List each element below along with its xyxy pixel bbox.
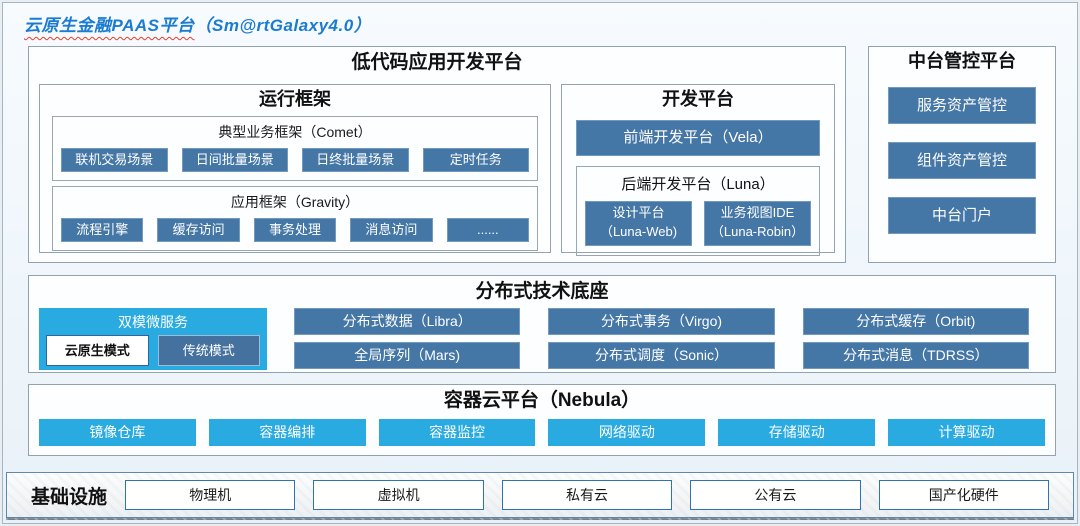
chip-physical-machine: 物理机 <box>125 480 296 510</box>
midplatform-title: 中台管控平台 <box>908 51 1016 71</box>
chip-orbit-cache: 分布式缓存（Orbit) <box>802 307 1029 335</box>
chip-luna-web-line2: （Luna-Web) <box>599 224 678 240</box>
chip-luna-web-line1: 设计平台 <box>612 205 665 221</box>
chip-virtual-machine: 虚拟机 <box>313 480 484 510</box>
infrastructure-chip-row: 物理机 虚拟机 私有云 公有云 国产化硬件 <box>125 480 1049 510</box>
distributed-base-title: 分布式技术底座 <box>475 281 609 302</box>
block-gravity-framework: 应用框架（Gravity） 流程引擎 缓存访问 事务处理 消息访问 ...... <box>52 185 538 251</box>
chip-cloud-native-mode: 云原生模式 <box>46 334 149 366</box>
dual-mode-row: 云原生模式 传统模式 <box>39 334 267 366</box>
chip-domestic-hardware: 国产化硬件 <box>878 480 1049 510</box>
lowcode-platform-title: 低代码应用开发平台 <box>351 52 523 73</box>
block-container-cloud: 容器云平台（Nebula） 镜像仓库 容器编排 容器监控 网络驱动 存储驱动 计… <box>28 384 1056 456</box>
diagram-title-en: （Sm@rtGalaxy4.0） <box>194 16 372 35</box>
chip-sonic-scheduling: 分布式调度（Sonic） <box>548 342 775 370</box>
container-cloud-title: 容器云平台（Nebula） <box>443 390 641 411</box>
chip-network-driver: 网络驱动 <box>548 418 706 446</box>
chip-process-engine: 流程引擎 <box>61 217 144 242</box>
chip-tdrss-message: 分布式消息（TDRSS） <box>802 342 1029 370</box>
chip-storage-driver: 存储驱动 <box>718 418 876 446</box>
chip-component-asset-control: 组件资产管控 <box>888 141 1036 179</box>
diagram-title-zh: 云原生金融PAAS平台 <box>24 16 195 35</box>
dev-platform-title: 开发平台 <box>662 89 734 109</box>
runtime-framework-title: 运行框架 <box>259 89 331 109</box>
block-dual-mode-microservice: 双模微服务 云原生模式 传统模式 <box>39 307 267 370</box>
block-infrastructure: 基础设施 物理机 虚拟机 私有云 公有云 国产化硬件 <box>6 472 1074 518</box>
chip-compute-driver: 计算驱动 <box>888 418 1045 446</box>
chip-mars-sequence: 全局序列（Mars) <box>294 342 521 370</box>
chip-luna-web: 设计平台 （Luna-Web) <box>585 200 692 246</box>
block-comet-framework: 典型业务框架（Comet） 联机交易场景 日间批量场景 日终批量场景 定时任务 <box>52 115 538 181</box>
block-runtime-framework: 运行框架 典型业务框架（Comet） 联机交易场景 日间批量场景 日终批量场景 … <box>39 84 551 253</box>
distributed-inner: 双模微服务 云原生模式 传统模式 分布式数据（Libra） 分布式事务（Virg… <box>39 307 1029 370</box>
distributed-chip-grid: 分布式数据（Libra） 分布式事务（Virgo) 分布式缓存（Orbit) 全… <box>294 307 1029 370</box>
diagram-title: 云原生金融PAAS平台（Sm@rtGalaxy4.0） <box>24 11 371 36</box>
block-distributed-base: 分布式技术底座 双模微服务 云原生模式 传统模式 分布式数据（Libra） 分布… <box>28 275 1056 373</box>
dual-mode-title: 双模微服务 <box>118 313 188 330</box>
chip-private-cloud: 私有云 <box>501 480 673 510</box>
infrastructure-title: 基础设施 <box>31 486 108 508</box>
comet-framework-title: 典型业务框架（Comet） <box>218 123 372 140</box>
chip-traditional-mode: 传统模式 <box>157 334 260 366</box>
container-cloud-chip-row: 镜像仓库 容器编排 容器监控 网络驱动 存储驱动 计算驱动 <box>39 418 1045 446</box>
chip-luna-robin-line1: 业务视图IDE <box>720 205 795 221</box>
block-luna-backend: 后端开发平台（Luna） 设计平台 （Luna-Web) 业务视图IDE （Lu… <box>576 165 820 256</box>
luna-chip-row: 设计平台 （Luna-Web) 业务视图IDE （Luna-Robin） <box>585 200 811 246</box>
chip-online-transaction: 联机交易场景 <box>61 147 168 172</box>
comet-chip-row: 联机交易场景 日间批量场景 日终批量场景 定时任务 <box>61 147 529 172</box>
chip-virgo-transaction: 分布式事务（Virgo) <box>548 307 775 335</box>
block-dev-platform: 开发平台 前端开发平台（Vela） 后端开发平台（Luna） 设计平台 （Lun… <box>561 84 835 256</box>
chip-service-asset-control: 服务资产管控 <box>888 86 1036 124</box>
chip-luna-robin-line2: （Luna-Robin） <box>710 224 805 240</box>
block-lowcode-platform: 低代码应用开发平台 运行框架 典型业务框架（Comet） 联机交易场景 日间批量… <box>28 46 846 263</box>
luna-backend-title: 后端开发平台（Luna） <box>621 175 775 193</box>
chip-scheduled-task: 定时任务 <box>422 147 529 172</box>
chip-cache-access: 缓存访问 <box>157 217 240 242</box>
chip-midplatform-portal: 中台门户 <box>888 196 1036 234</box>
chip-transaction-processing: 事务处理 <box>253 217 337 242</box>
chip-message-access: 消息访问 <box>350 217 433 242</box>
chip-eod-batch: 日终批量场景 <box>302 147 409 172</box>
gravity-chip-row: 流程引擎 缓存访问 事务处理 消息访问 ...... <box>61 217 530 242</box>
chip-container-orchestration: 容器编排 <box>208 418 366 446</box>
chip-vela-frontend: 前端开发平台（Vela） <box>576 119 820 156</box>
lowcode-inner: 运行框架 典型业务框架（Comet） 联机交易场景 日间批量场景 日终批量场景 … <box>39 84 835 256</box>
chip-public-cloud: 公有云 <box>690 480 861 510</box>
midplatform-chip-column: 服务资产管控 组件资产管控 中台门户 <box>869 86 1055 234</box>
gravity-framework-title: 应用框架（Gravity） <box>230 193 360 210</box>
chip-libra-data: 分布式数据（Libra） <box>294 307 521 335</box>
chip-daytime-batch: 日间批量场景 <box>181 147 288 172</box>
chip-container-monitoring: 容器监控 <box>378 418 536 446</box>
block-midplatform: 中台管控平台 服务资产管控 组件资产管控 中台门户 <box>868 46 1056 263</box>
chip-luna-robin: 业务视图IDE （Luna-Robin） <box>704 200 811 246</box>
chip-image-registry: 镜像仓库 <box>39 418 196 446</box>
chip-ellipsis: ...... <box>446 217 530 242</box>
